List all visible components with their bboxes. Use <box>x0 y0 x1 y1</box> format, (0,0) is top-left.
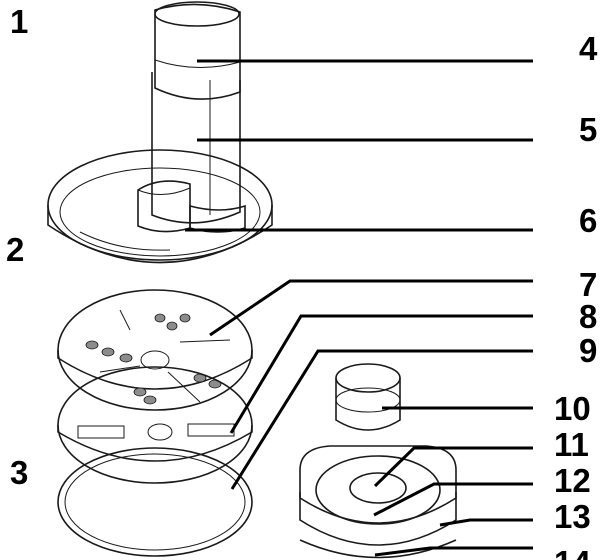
feed-tube <box>151 72 241 224</box>
label-12: 12 <box>554 462 591 499</box>
label-8: 8 <box>579 298 597 335</box>
label-10: 10 <box>554 390 591 427</box>
label-2: 2 <box>6 231 24 268</box>
label-1: 1 <box>10 3 28 40</box>
bowl-base <box>299 445 457 559</box>
label-14: 14 <box>554 544 591 560</box>
drive-adapter <box>335 363 401 431</box>
label-13: 13 <box>554 498 591 535</box>
grating-disc <box>57 366 253 484</box>
label-11: 11 <box>554 426 589 463</box>
leader-lines <box>185 59 533 557</box>
label-5: 5 <box>579 111 597 148</box>
label-4: 4 <box>579 30 598 67</box>
pusher <box>154 1 241 100</box>
label-6: 6 <box>579 202 597 239</box>
label-9: 9 <box>579 332 597 369</box>
slicing-disc <box>57 289 253 411</box>
fine-grating-disc <box>57 447 253 557</box>
locking-tab <box>137 180 246 233</box>
label-7: 7 <box>579 266 597 303</box>
lid <box>47 149 273 264</box>
label-3: 3 <box>10 454 28 491</box>
callout-labels: 1 2 3 4 5 6 7 8 9 10 11 12 13 14 <box>6 3 598 560</box>
